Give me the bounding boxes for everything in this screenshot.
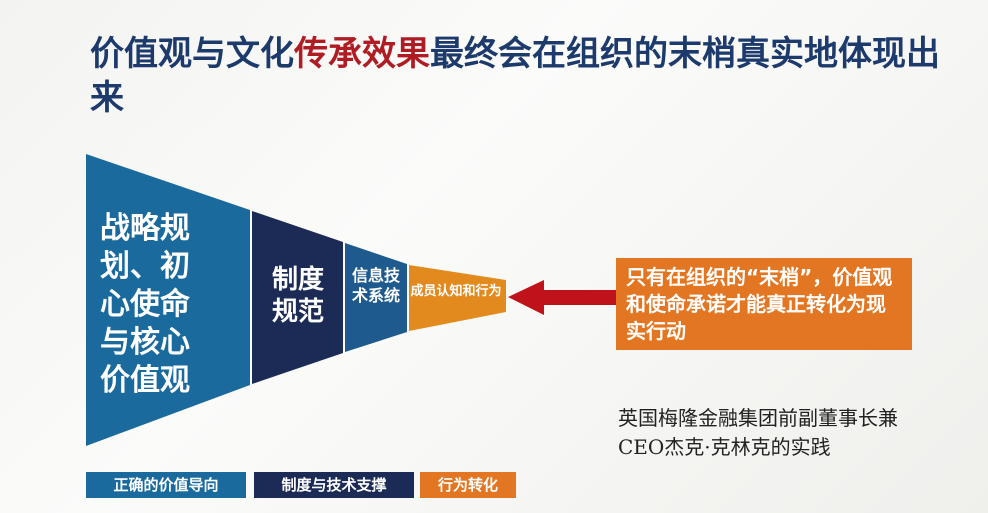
legend-value-orientation: 正确的价值导向 (86, 472, 246, 498)
legend-system-support: 制度与技术支撑 (254, 472, 414, 498)
funnel-segment-rules (252, 211, 343, 384)
funnel-label-behavior: 成员认知和行为 (410, 284, 502, 299)
quote-text: 英国梅隆金融集团前副董事长兼CEO杰克·克林克的实践 (618, 406, 898, 459)
title-part1: 价值观与文化 (90, 34, 294, 74)
funnel-label-rules: 制度规范 (271, 265, 324, 327)
legend-behavior-change: 行为转化 (420, 472, 516, 498)
funnel-label-it: 信息技术系统 (351, 266, 400, 305)
callout-text: 只有在组织的“末梢”，价值观和使命承诺才能真正转化为现实行动 (626, 265, 893, 343)
title-part2: 最终会在组织的末梢真实地体现出来 (90, 34, 940, 118)
funnel-segment-strategy (86, 154, 250, 446)
funnel-segment-it (345, 243, 407, 352)
callout-box: 只有在组织的“末梢”，价值观和使命承诺才能真正转化为现实行动 (616, 258, 912, 350)
funnel-label-strategy: 战略规划、初心使命与核心价值观 (100, 211, 190, 398)
title-highlight: 传承效果 (294, 34, 430, 74)
page-title: 价值观与文化传承效果最终会在组织的末梢真实地体现出来 (90, 32, 950, 120)
arrow-icon (508, 280, 616, 315)
funnel-segment-behavior (409, 265, 506, 331)
